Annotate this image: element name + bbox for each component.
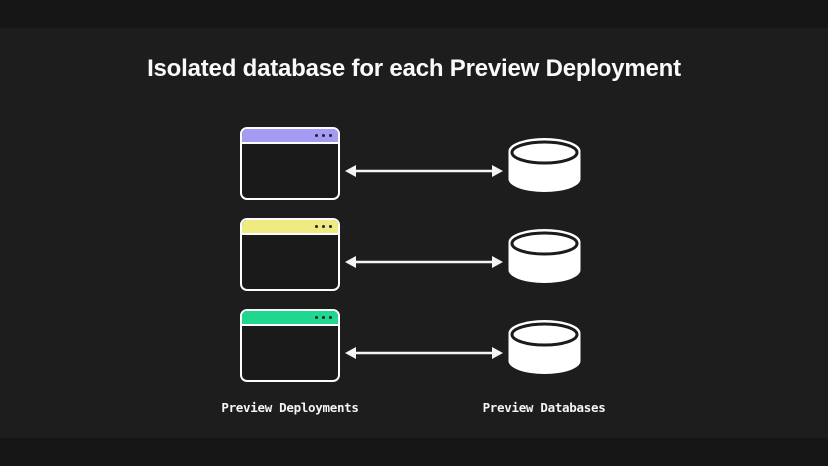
window-dot-icon (328, 224, 332, 229)
diagram-row-1 (0, 127, 828, 200)
window-body (242, 144, 338, 198)
window-body (242, 235, 338, 289)
window-dot-icon (314, 133, 318, 138)
window-titlebar (242, 129, 338, 144)
double-arrow-icon (345, 256, 503, 268)
diagram-row-3 (0, 309, 828, 382)
page-title: Isolated database for each Preview Deplo… (147, 55, 681, 82)
window-dot-icon (321, 133, 325, 138)
double-arrow-icon (345, 165, 503, 177)
database-icon (508, 320, 581, 374)
browser-window-icon (240, 309, 340, 382)
right-column-label: Preview Databases (482, 400, 606, 415)
diagram-row-2 (0, 218, 828, 291)
double-arrow-icon (345, 347, 503, 359)
window-titlebar (242, 311, 338, 326)
window-dot-icon (321, 224, 325, 229)
letterbox-bottom (0, 438, 828, 466)
window-dot-icon (328, 315, 332, 320)
window-body (242, 326, 338, 380)
database-icon (508, 229, 581, 283)
letterbox-top (0, 0, 828, 28)
database-icon (508, 138, 581, 192)
window-dot-icon (328, 133, 332, 138)
browser-window-icon (240, 127, 340, 200)
left-column-label: Preview Deployments (221, 400, 359, 415)
window-dot-icon (314, 315, 318, 320)
window-dot-icon (321, 315, 325, 320)
window-titlebar (242, 220, 338, 235)
window-dot-icon (314, 224, 318, 229)
browser-window-icon (240, 218, 340, 291)
